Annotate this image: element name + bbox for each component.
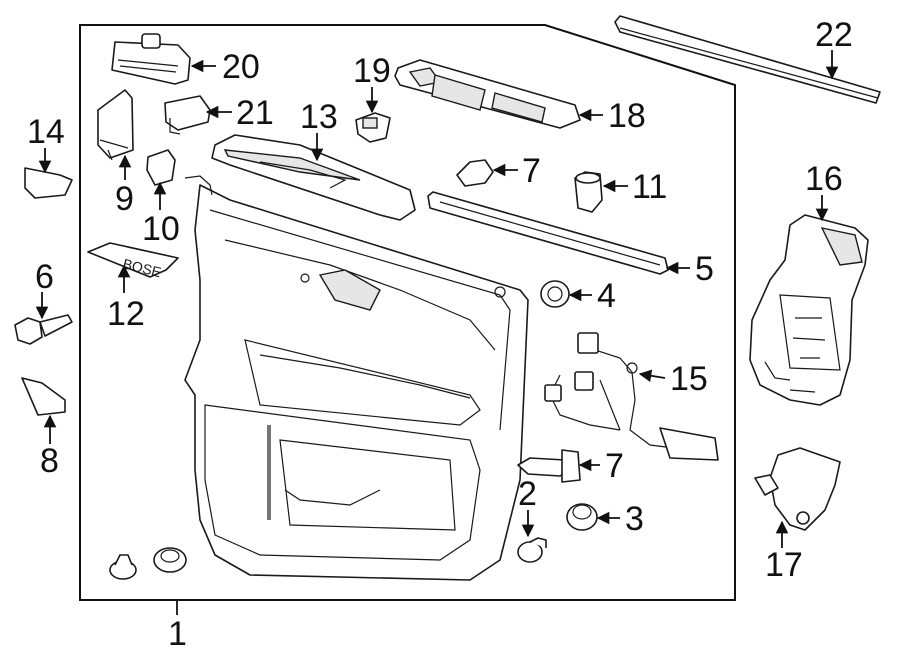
callout-15: 15	[670, 360, 708, 398]
callout-2: 2	[518, 475, 537, 513]
callout-3: 3	[625, 500, 644, 538]
callout-10: 10	[142, 210, 180, 248]
callout-18: 18	[608, 97, 646, 135]
leader-lines	[35, 50, 839, 615]
corner-trim-piece	[21, 377, 66, 416]
door-trim-panel	[184, 184, 529, 581]
callout-7-upper: 7	[522, 152, 541, 190]
leader-15	[638, 369, 666, 383]
seat-switch	[164, 95, 211, 135]
switch-plate	[394, 59, 581, 129]
callout-19: 19	[353, 52, 391, 90]
belt-molding	[614, 15, 881, 104]
module-bracket	[754, 447, 841, 531]
panel-retainer-clip	[566, 503, 598, 531]
water-deflector	[749, 214, 869, 406]
panel-push-retainer	[517, 537, 547, 563]
panel-fasteners	[109, 547, 187, 580]
callout-16: 16	[805, 160, 843, 198]
switch-clip	[355, 112, 391, 143]
callout-22: 22	[815, 16, 853, 54]
mirror-trim-cover	[97, 89, 134, 161]
callout-14: 14	[27, 113, 65, 151]
grommet	[540, 280, 570, 308]
callout-labels: 20 21 19 13 9 10 14 12 6 8 1 22 18 7 11 …	[27, 16, 853, 653]
callout-21: 21	[236, 94, 274, 132]
mounting-bolt	[14, 314, 73, 345]
callout-1: 1	[168, 615, 187, 653]
wiring-harness	[544, 332, 719, 461]
callout-4: 4	[597, 277, 616, 315]
assembly-frame	[79, 24, 736, 601]
callout-6: 6	[35, 258, 54, 296]
callout-13: 13	[300, 98, 338, 136]
small-switch	[146, 149, 176, 186]
trim-panel-clip-upper	[456, 159, 494, 187]
speaker-grille	[24, 167, 73, 199]
callout-20: 20	[222, 48, 260, 86]
callout-11: 11	[632, 168, 667, 206]
callout-5: 5	[695, 250, 714, 288]
callout-9: 9	[115, 180, 134, 218]
callout-17: 17	[765, 546, 803, 584]
speaker-badge: BOSE	[87, 242, 179, 280]
callout-7-lower: 7	[605, 447, 624, 485]
window-switch	[111, 33, 191, 85]
armrest-bezel	[184, 134, 416, 221]
callout-8: 8	[40, 442, 59, 480]
callout-12: 12	[107, 295, 145, 333]
lock-switch	[574, 171, 603, 213]
trim-panel-clip-lower	[517, 449, 581, 483]
